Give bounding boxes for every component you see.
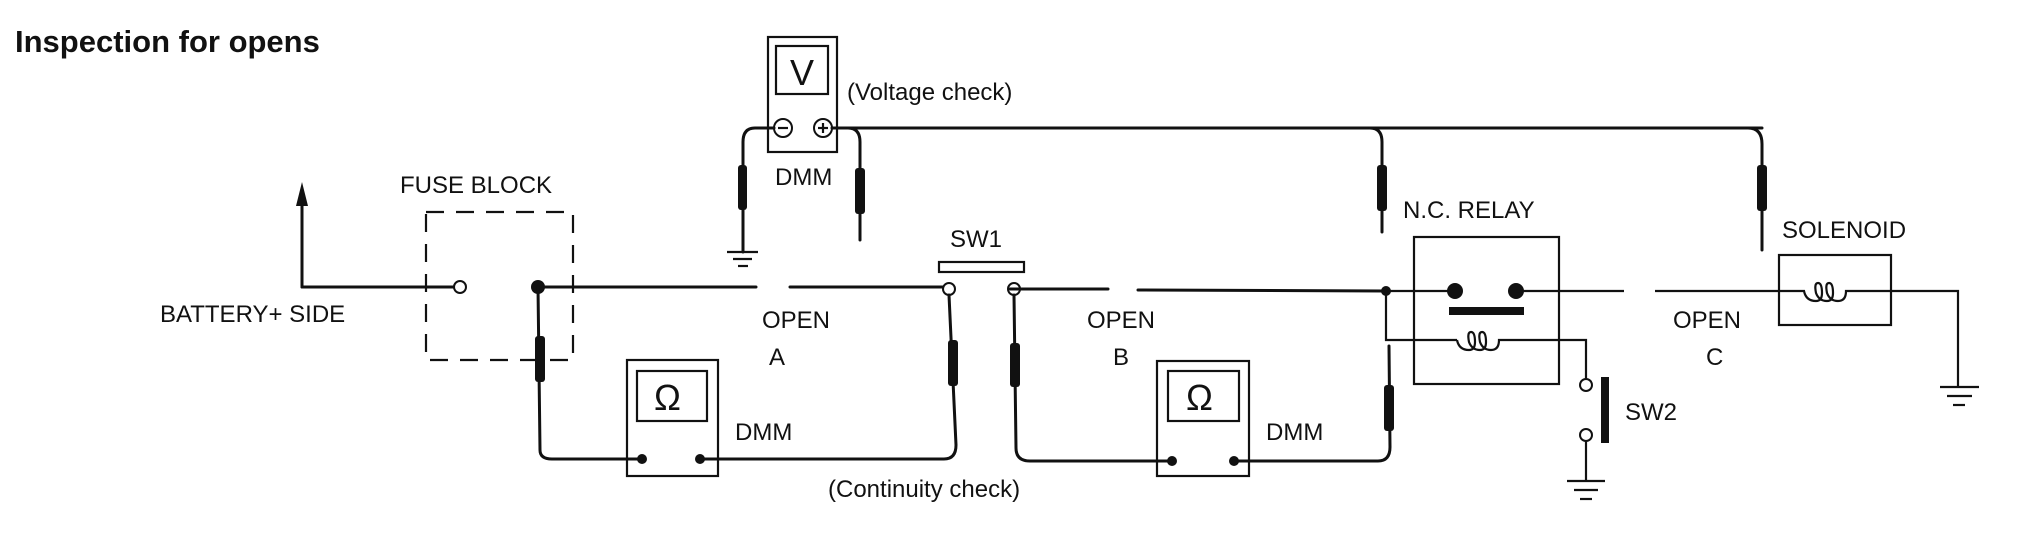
relay-armature bbox=[1449, 307, 1524, 315]
open-b-letter: B bbox=[1113, 344, 1129, 371]
probe-icon bbox=[948, 340, 958, 386]
ground-icon bbox=[1567, 479, 1605, 501]
voltage-check-label: (Voltage check) bbox=[847, 79, 1012, 106]
ohmmeter-b-symbol: Ω bbox=[1186, 377, 1213, 418]
ohmmeter-b-lead-left bbox=[1012, 293, 1174, 463]
voltmeter-symbol: V bbox=[790, 52, 814, 93]
open-c-label: OPEN bbox=[1673, 307, 1741, 334]
fuse-block-label: FUSE BLOCK bbox=[400, 172, 552, 199]
probe-lead-solenoid bbox=[1746, 126, 1764, 252]
open-c-letter: C bbox=[1706, 344, 1723, 371]
ohmmeter-dmm-a: Ω bbox=[625, 358, 720, 478]
wire-segment bbox=[1136, 288, 1388, 293]
open-a-label: OPEN bbox=[762, 307, 830, 334]
battery-side-label: BATTERY+ SIDE bbox=[160, 301, 345, 328]
probe-lead-relay bbox=[1368, 126, 1384, 234]
voltmeter-dmm: V bbox=[766, 35, 839, 154]
open-b-label: OPEN bbox=[1087, 307, 1155, 334]
solenoid-label: SOLENOID bbox=[1782, 217, 1906, 244]
ground-icon bbox=[1940, 385, 1979, 407]
ohmmeter-b-lead-right bbox=[1232, 344, 1392, 463]
solenoid-coil-icon bbox=[1779, 281, 1891, 303]
sw1-terminal-left bbox=[942, 282, 956, 296]
sw2-terminal-bottom bbox=[1579, 428, 1593, 442]
ohmmeter-dmm-b: Ω bbox=[1155, 359, 1251, 478]
relay-coil-icon bbox=[1455, 330, 1523, 352]
probe-icon bbox=[535, 336, 545, 382]
sw2-actuator bbox=[1601, 377, 1609, 443]
relay-outline bbox=[1412, 235, 1561, 386]
probe-lead-sw1 bbox=[846, 126, 862, 242]
sw1-label: SW1 bbox=[950, 226, 1002, 253]
open-a-letter: A bbox=[769, 344, 785, 371]
ohmmeter-a-symbol: Ω bbox=[654, 377, 681, 418]
sw1-actuator bbox=[937, 260, 1026, 274]
voltmeter-neg-lead bbox=[741, 126, 776, 254]
page-title: Inspection for opens bbox=[15, 24, 320, 59]
ohmmeter-a-dmm-label: DMM bbox=[735, 419, 792, 446]
continuity-check-label: (Continuity check) bbox=[828, 476, 1020, 503]
ohmmeter-a-lead-right bbox=[698, 293, 958, 461]
probe-icon bbox=[1010, 343, 1020, 387]
sw2-terminal-top bbox=[1579, 378, 1593, 392]
ohmmeter-b-dmm-label: DMM bbox=[1266, 419, 1323, 446]
probe-icon bbox=[738, 165, 747, 210]
voltmeter-dmm-label: DMM bbox=[775, 164, 832, 191]
relay-contact-left bbox=[1447, 283, 1463, 299]
nc-relay-label: N.C. RELAY bbox=[1403, 197, 1535, 224]
ohmmeter-a-lead-left bbox=[536, 285, 644, 461]
fuse-terminal-open bbox=[453, 280, 467, 294]
probe-icon bbox=[1377, 165, 1387, 211]
probe-icon bbox=[855, 168, 865, 214]
battery-arrow-icon bbox=[296, 182, 456, 289]
sw2-label: SW2 bbox=[1625, 399, 1677, 426]
probe-icon bbox=[1757, 165, 1767, 211]
ground-icon bbox=[727, 250, 758, 268]
probe-icon bbox=[1384, 385, 1394, 431]
